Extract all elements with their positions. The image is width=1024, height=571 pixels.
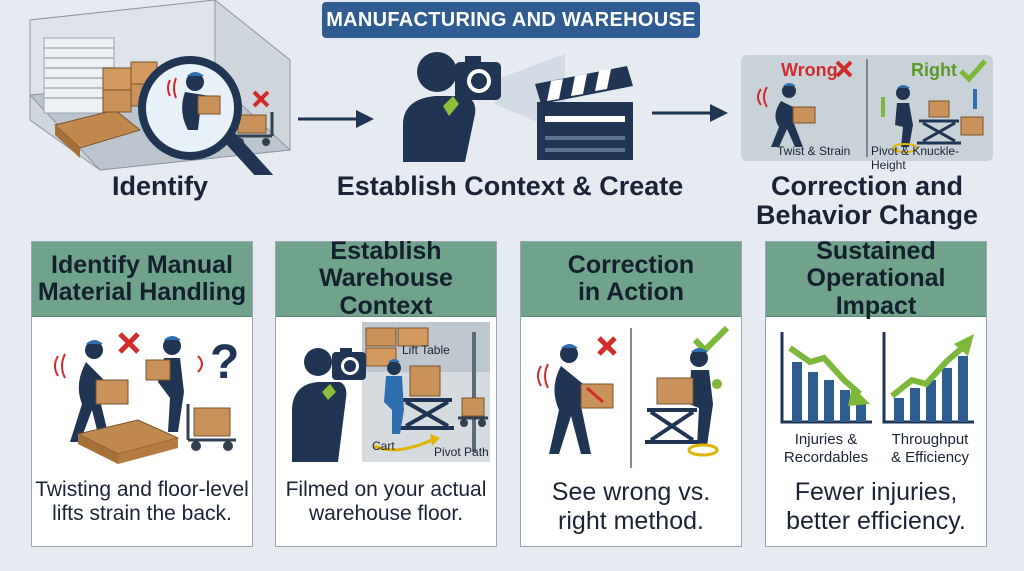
warehouse-magnifier-illustration (28, 0, 292, 175)
throughput-label-line1: Throughput (892, 431, 970, 448)
flow-label-correction-line1: Correction and (770, 171, 964, 201)
injuries-trend-chart (780, 332, 872, 424)
wrong-right-panel: Wrong Right Twist & Strain Pivot & Knuck… (741, 55, 993, 172)
card-sustained-operational-impact: Sustained Operational Impact (765, 237, 987, 547)
card-1-caption-line2: lifts strain the back. (52, 502, 232, 526)
wrong-right-panel-art (757, 59, 987, 157)
card-3-header: Correction in Action (521, 242, 741, 317)
wrong-label: Wrong (781, 60, 838, 80)
card-3-caption-line1: See wrong vs. (551, 478, 711, 506)
flow-arrow-2 (652, 104, 728, 122)
card-2-illustration: Lift Table Cart Pivot Path (292, 322, 490, 462)
lift-table-label: Lift Table (402, 343, 450, 357)
injuries-label-line1: Injuries & (795, 431, 858, 448)
flow-label-identify: Identify (111, 171, 208, 201)
card-3-illustration (537, 325, 730, 468)
card-3-caption: See wrong vs. right method. (521, 478, 741, 536)
card-establish-warehouse-context: Establish Warehouse Context (275, 237, 497, 547)
card-4-title-line1: Sustained (816, 236, 936, 265)
card-3-title-line2: in Action (577, 278, 684, 306)
banner: MANUFACTURING AND WAREHOUSE (322, 2, 700, 38)
card-1-title-line1: Identify Manual (51, 250, 233, 279)
throughput-label-line2: & Efficiency (891, 449, 970, 466)
flow-label-correction-line2: Behavior Change (755, 200, 979, 231)
card-1-caption-line1: Twisting and floor-level (35, 478, 249, 501)
cart-label: Cart (372, 439, 395, 453)
card-2-caption: Filmed on your actual warehouse floor. (276, 478, 496, 526)
card-2-caption-line1: Filmed on your actual (285, 478, 487, 501)
card-4-caption-line2: better efficiency. (786, 506, 966, 535)
card-2-caption-line2: warehouse floor. (308, 502, 464, 526)
card-4-caption-line1: Fewer injuries, (794, 478, 958, 506)
card-2-header: Establish Warehouse Context (276, 237, 496, 320)
card-1-illustration: ? (54, 332, 239, 464)
card-3-title-line1: Correction (567, 250, 695, 279)
injuries-label-line2: Recordables (784, 449, 868, 466)
flow-label-correction: Correction and Behavior Change (752, 171, 982, 231)
flow-label-context: Establish Context & Create (336, 171, 684, 201)
card-2-title-line1: Establish (330, 236, 442, 265)
wrong-caption: Twist & Strain (777, 144, 851, 158)
card-2-title-line2: Warehouse Context (319, 264, 453, 320)
card-4-caption: Fewer injuries, better efficiency. (766, 478, 986, 536)
card-identify-manual-handling: Identify Manual Material Handling ? (31, 241, 253, 547)
card-correction-in-action: Correction in Action See wrong vs. (520, 241, 742, 547)
svg-text:?: ? (210, 336, 239, 389)
card-3-caption-line2: right method. (558, 506, 704, 535)
card-1-caption: Twisting and floor-level lifts strain th… (32, 478, 252, 526)
flow-arrow-1 (298, 110, 374, 128)
card-4-title-line2: Operational Impact (806, 264, 946, 320)
throughput-trend-chart (882, 332, 974, 424)
right-caption: Pivot & Knuckle-Height (871, 144, 960, 172)
right-label: Right (911, 60, 957, 80)
pivot-path-label: Pivot Path (434, 445, 489, 459)
card-1-header: Identify Manual Material Handling (32, 242, 252, 317)
card-4-header: Sustained Operational Impact (766, 237, 986, 320)
card-1-title-line2: Material Handling (37, 278, 247, 306)
card-4-illustration: Injuries & Recordables Throughput & Effi… (780, 332, 974, 466)
camera-operator-clapperboard-illustration (403, 52, 633, 162)
